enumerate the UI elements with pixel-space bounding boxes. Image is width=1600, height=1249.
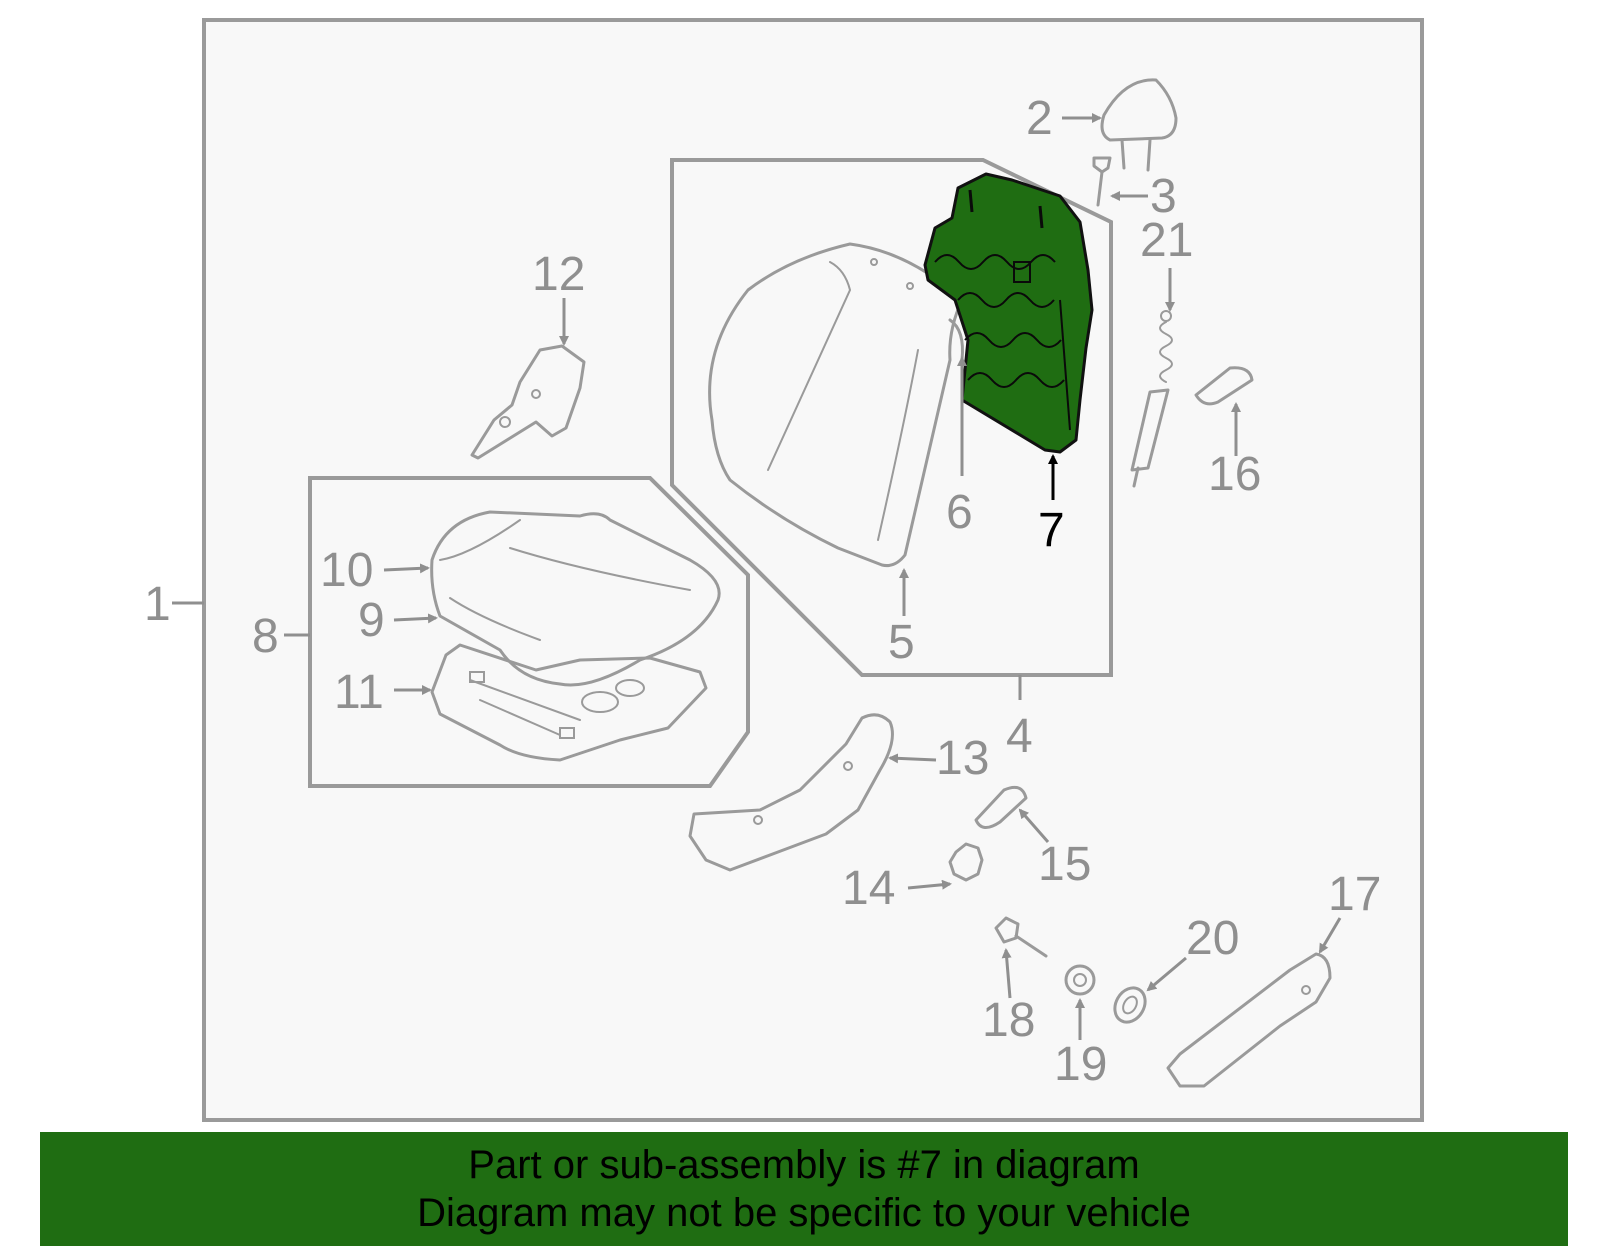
- nut-part: [1064, 964, 1096, 996]
- backrest-cover-part: [708, 242, 964, 567]
- callout-18: 18: [982, 994, 1035, 1047]
- headrest-part: [1100, 78, 1178, 172]
- info-banner: Part or sub-assembly is #7 in diagram Di…: [40, 1132, 1568, 1246]
- headrest-guide-part: [1092, 156, 1112, 207]
- callout-19: 19: [1054, 1038, 1107, 1091]
- callout-21: 21: [1140, 214, 1193, 267]
- callout-20: 20: [1186, 912, 1239, 965]
- outer-side-cover-part: [1166, 952, 1332, 1088]
- callout-8: 8: [252, 610, 279, 663]
- callout-2: 2: [1026, 92, 1053, 145]
- lever-knob-part: [1194, 366, 1254, 406]
- callout-5: 5: [888, 616, 915, 669]
- lever-handle-part: [974, 785, 1028, 829]
- clip-part: [948, 842, 984, 882]
- side-cover-part: [470, 344, 586, 460]
- callout-16: 16: [1208, 448, 1261, 501]
- side-shield-part: [688, 713, 894, 872]
- cushion-frame-part: [430, 643, 708, 762]
- callout-9: 9: [358, 594, 385, 647]
- callout-1: 1: [144, 578, 171, 631]
- callout-13: 13: [936, 732, 989, 785]
- callout-14: 14: [842, 862, 895, 915]
- seat-back-frame-part: [923, 172, 1094, 454]
- callout-7: 7: [1038, 504, 1065, 557]
- callout-12: 12: [532, 248, 585, 301]
- callout-10: 10: [320, 544, 373, 597]
- washer-part: [1113, 986, 1147, 1024]
- callout-3: 3: [1150, 170, 1177, 223]
- callout-4: 4: [1006, 710, 1033, 763]
- callout-6: 6: [946, 486, 973, 539]
- backrest-pad-part: [948, 318, 964, 362]
- bolt-part: [994, 916, 1048, 958]
- backrest-subassembly-box: [670, 158, 1113, 677]
- callout-11: 11: [334, 666, 384, 719]
- cushion-subassembly-box: [308, 476, 750, 788]
- banner-line-part-info: Part or sub-assembly is #7 in diagram: [468, 1143, 1140, 1187]
- callout-15: 15: [1038, 838, 1091, 891]
- callout-17: 17: [1328, 868, 1381, 921]
- banner-line-disclaimer: Diagram may not be specific to your vehi…: [417, 1191, 1191, 1235]
